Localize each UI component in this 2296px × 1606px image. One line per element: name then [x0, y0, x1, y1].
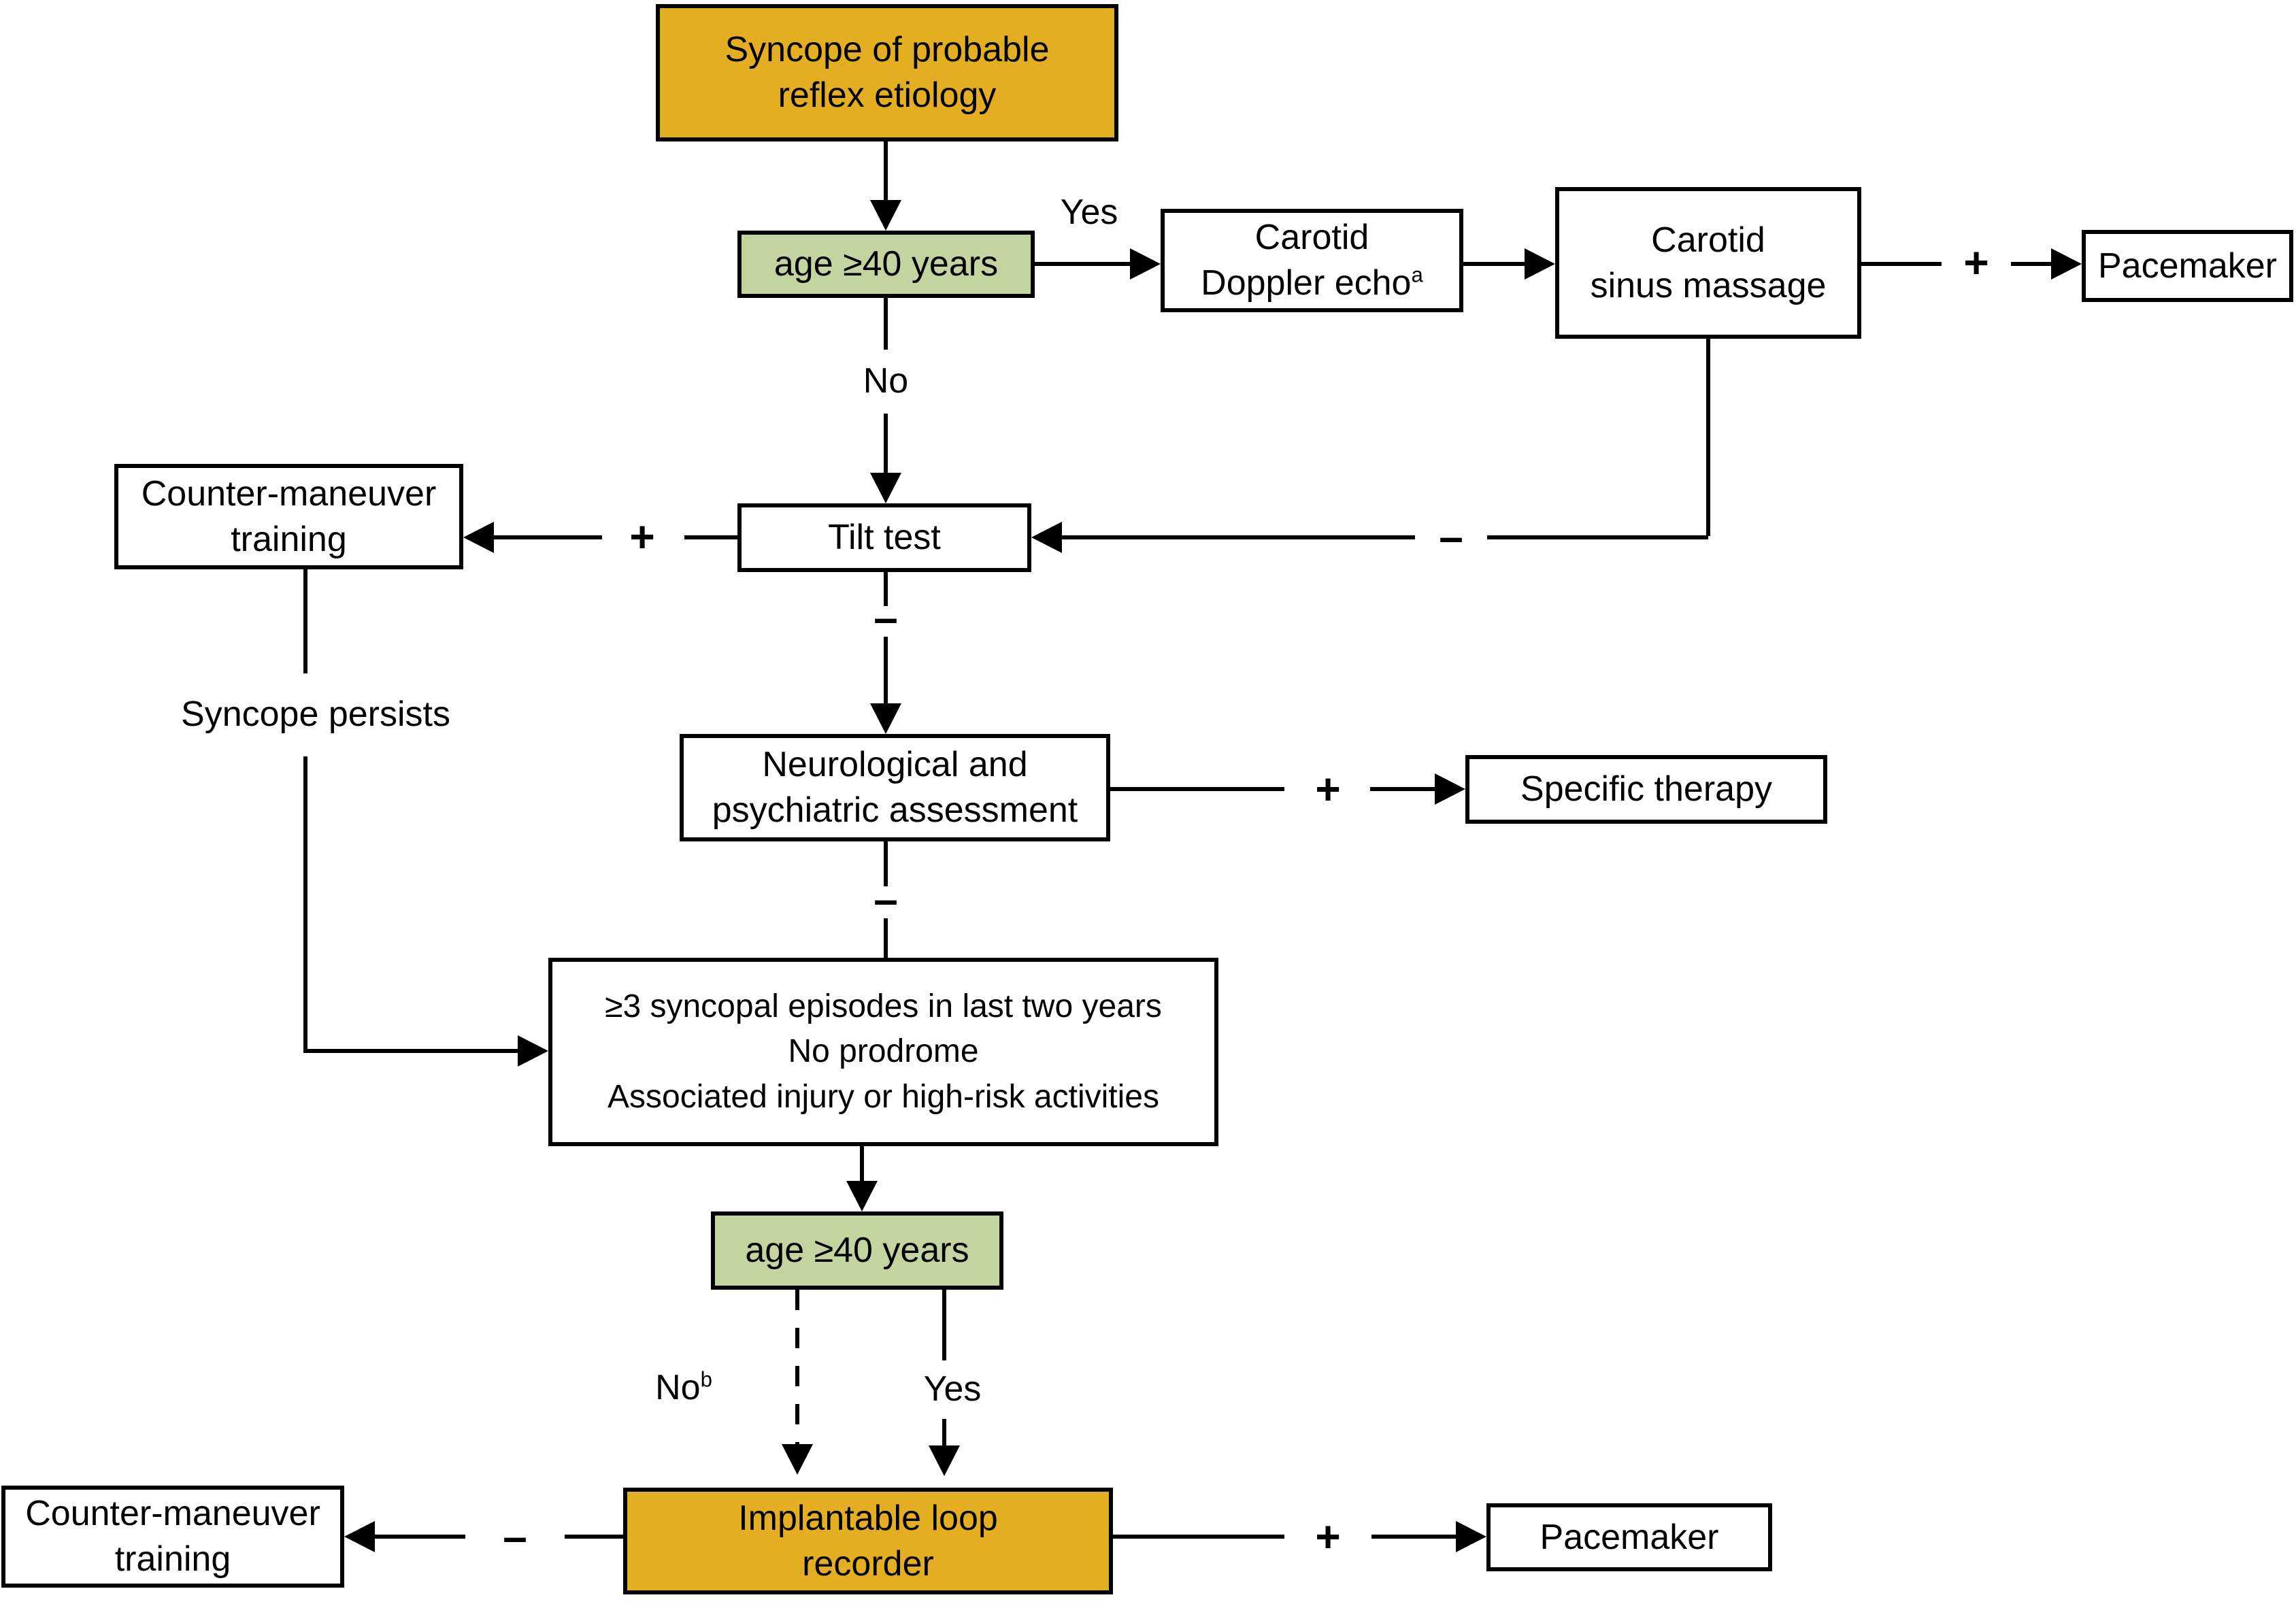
edge-tilt-left-segment: [684, 535, 737, 539]
edge-age40-to-doppler: [1035, 262, 1131, 266]
node-counter-maneuver-training-bottom: Counter-maneuver training: [1, 1486, 344, 1588]
arrowhead-right-into-pacemaker-bottom: [1456, 1521, 1486, 1552]
node-text: Associated injury or high-risk activitie…: [608, 1078, 1159, 1115]
label-plus-tilt-to-counter-maneuver: +: [629, 512, 655, 561]
node-text: age ≥40 years: [745, 1231, 969, 1271]
label-yes-top: Yes: [1060, 193, 1118, 232]
node-text: reflex etiology: [778, 76, 997, 115]
node-text: sinus massage: [1590, 265, 1827, 305]
footnote-marker-b: b: [700, 1367, 712, 1392]
node-text: age ≥40 years: [773, 244, 999, 284]
edge-neuro-down-upper: [884, 841, 888, 886]
node-text: Specific therapy: [1520, 769, 1772, 809]
node-text: Carotid: [1254, 218, 1369, 258]
label-minus-csm-to-tilt: –: [1439, 512, 1463, 561]
arrowhead-right-into-sinus-massage: [1525, 248, 1555, 280]
edge-syncope-persists-upper: [303, 569, 307, 673]
edge-syncope-persists-lower: [303, 756, 307, 1053]
node-carotid-sinus-massage: Carotid sinus massage: [1555, 187, 1861, 339]
arrowhead-down-into-age40-top: [870, 200, 901, 231]
arrowhead-right-into-doppler: [1130, 248, 1161, 280]
node-text: recorder: [802, 1543, 934, 1584]
node-age-40-bottom: age ≥40 years: [711, 1211, 1003, 1290]
node-text: Counter-maneuver: [141, 473, 437, 514]
edge-sinus-massage-down: [1706, 339, 1710, 536]
arrowhead-right-into-pacemaker-top: [2051, 248, 2082, 280]
edge-age40-no-upper: [884, 298, 888, 350]
edge-ilr-left-segment: [565, 1535, 623, 1539]
label-minus-ilr-to-counter-maneuver: –: [503, 1512, 527, 1561]
node-syncope-reflex-etiology: Syncope of probable reflex etiology: [656, 4, 1118, 141]
label-syncope-persists: Syncope persists: [181, 695, 450, 734]
edge-syncope-persists-horizontal: [303, 1049, 520, 1053]
node-text: No prodrome: [788, 1033, 979, 1070]
arrowhead-down-into-neuro: [870, 703, 901, 734]
edge-doppler-to-sinus-massage: [1463, 262, 1525, 266]
arrowhead-left-into-counter-maneuver-top: [463, 522, 494, 553]
node-text: Carotid: [1651, 220, 1765, 260]
arrowhead-down-dashed-into-ilr: [782, 1444, 813, 1475]
node-text: Syncope of probable: [725, 30, 1050, 70]
label-no-top: No: [863, 361, 909, 401]
footnote-marker-a: a: [1411, 263, 1423, 287]
node-text: Doppler echoa: [1201, 263, 1423, 303]
edge-into-pacemaker-bottom: [1371, 1535, 1456, 1539]
label-no-bottom: Nob: [655, 1367, 712, 1407]
node-text: Counter-maneuver: [25, 1494, 320, 1534]
edge-tilt-down-upper: [884, 572, 888, 606]
edge-criteria-to-age40-bottom: [860, 1146, 864, 1182]
edge-into-tilt-from-right: [1061, 535, 1415, 539]
node-text: Pacemaker: [2098, 246, 2277, 286]
node-text: Implantable loop: [738, 1498, 998, 1538]
arrowhead-down-into-tilt: [870, 473, 901, 503]
node-text: Pacemaker: [1540, 1517, 1719, 1557]
node-text: psychiatric assessment: [712, 790, 1078, 830]
label-minus-neuro-down: –: [874, 875, 898, 924]
arrowhead-down-into-age40-bottom: [846, 1181, 878, 1211]
node-carotid-doppler-echo: Carotid Doppler echoa: [1161, 209, 1463, 312]
edge-age40-bottom-yes-lower: [942, 1419, 946, 1446]
edge-neuro-right-segment: [1110, 787, 1284, 791]
edge-ilr-right-segment: [1113, 1535, 1284, 1539]
node-age-40-top: age ≥40 years: [737, 231, 1035, 298]
node-tilt-test: Tilt test: [737, 503, 1031, 572]
node-pacemaker-top: Pacemaker: [2082, 230, 2293, 302]
node-counter-maneuver-training-top: Counter-maneuver training: [114, 464, 463, 569]
edge-sinus-massage-out: [1861, 262, 1942, 266]
edge-into-pacemaker-top: [2011, 262, 2052, 266]
edge-sinus-massage-left-segment: [1487, 535, 1708, 539]
node-specific-therapy: Specific therapy: [1465, 755, 1827, 824]
edge-age40-bottom-yes-upper: [942, 1290, 946, 1360]
arrowhead-right-into-criteria: [518, 1035, 548, 1067]
arrowhead-down-yes-into-ilr: [929, 1445, 960, 1476]
edge-syncope-to-age40: [884, 141, 888, 201]
arrowhead-right-into-specific-therapy: [1435, 773, 1465, 805]
edge-tilt-down-lower: [884, 637, 888, 704]
node-text: ≥3 syncopal episodes in last two years: [605, 988, 1162, 1025]
edge-age40-no-lower: [884, 414, 888, 475]
label-minus-tilt-down: –: [874, 593, 898, 642]
node-text: training: [114, 1539, 231, 1579]
label-yes-bottom: Yes: [923, 1369, 982, 1409]
node-pacemaker-bottom: Pacemaker: [1486, 1503, 1772, 1571]
node-text: training: [231, 519, 347, 559]
node-risk-criteria: ≥3 syncopal episodes in last two years N…: [548, 958, 1218, 1146]
label-plus-pacemaker-top: +: [1963, 238, 1989, 287]
edge-into-counter-maneuver-top: [493, 535, 602, 539]
label-plus-neuro-to-therapy: +: [1315, 765, 1341, 814]
node-implantable-loop-recorder: Implantable loop recorder: [623, 1488, 1113, 1594]
node-text: Neurological and: [762, 745, 1028, 785]
edge-age40-bottom-no-dashed: [795, 1290, 799, 1445]
node-neurological-psychiatric-assessment: Neurological and psychiatric assessment: [680, 734, 1110, 841]
label-plus-ilr-to-pacemaker: +: [1315, 1512, 1341, 1561]
edge-into-counter-maneuver-bottom: [374, 1535, 465, 1539]
edge-into-specific-therapy: [1370, 787, 1438, 791]
edge-neuro-down-lower: [884, 918, 888, 958]
arrowhead-left-into-counter-maneuver-bottom: [344, 1521, 375, 1552]
node-text: Tilt test: [828, 518, 941, 558]
arrowhead-left-into-tilt: [1031, 522, 1062, 553]
